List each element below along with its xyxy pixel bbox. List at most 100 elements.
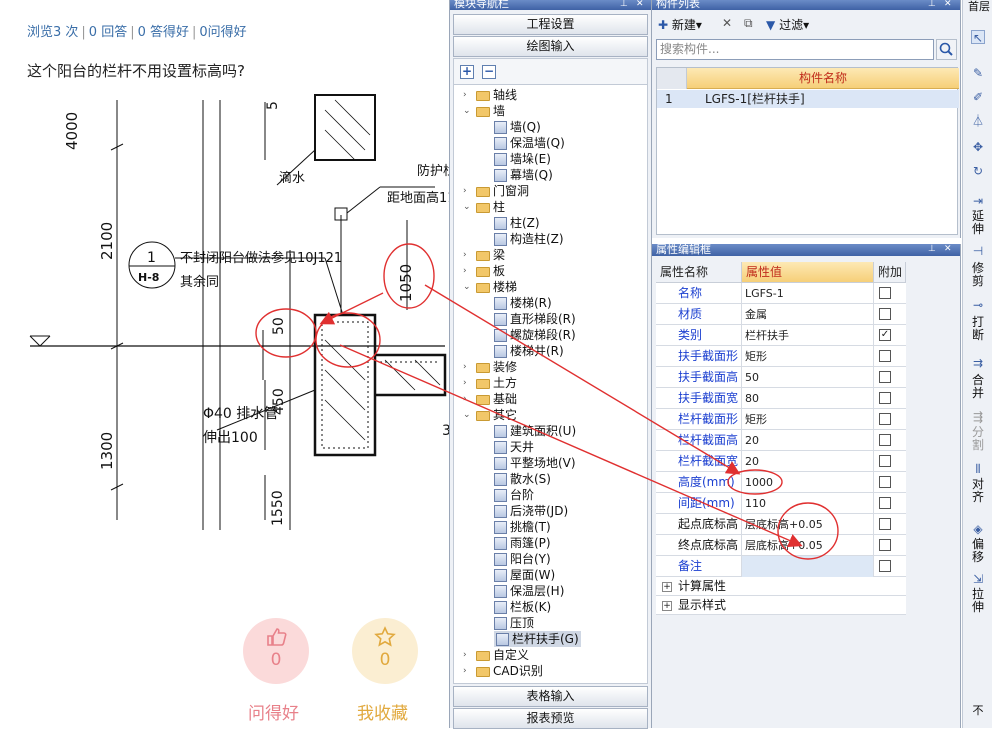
property-value[interactable] (742, 556, 874, 577)
extra-checkbox[interactable] (879, 392, 891, 404)
property-group-calc[interactable]: +计算属性 (656, 577, 906, 596)
extra-checkbox[interactable] (879, 539, 891, 551)
tree-item[interactable]: 楼梯井(R) (494, 343, 564, 359)
property-row[interactable]: 类别栏杆扶手✓ (656, 325, 906, 346)
tree-item[interactable]: 自定义 (476, 647, 529, 663)
property-value[interactable]: 20 (742, 451, 874, 472)
close-icon[interactable]: ✕ (944, 244, 952, 254)
move-icon[interactable]: ✥ (972, 140, 984, 154)
property-value[interactable]: 层底标高+0.05 (742, 535, 874, 556)
property-row[interactable]: 备注 (656, 556, 906, 577)
extra-checkbox[interactable] (879, 560, 891, 572)
trim-icon[interactable]: ⊣ (972, 244, 984, 258)
collapse-all-icon[interactable]: − (482, 64, 496, 79)
chevron-right-icon[interactable]: › (463, 394, 467, 404)
tree-item[interactable]: 墙 (476, 103, 505, 119)
tree-item[interactable]: 装修 (476, 359, 517, 375)
favorite-button[interactable]: 0 (352, 618, 418, 684)
tree-item[interactable]: 楼梯(R) (494, 295, 552, 311)
tree-item[interactable]: 楼梯 (476, 279, 517, 295)
tree-item[interactable]: 墙垛(E) (494, 151, 551, 167)
expand-plus-icon[interactable]: + (662, 601, 672, 611)
report-preview-button[interactable]: 报表预览 (453, 708, 648, 729)
tree-item[interactable]: 雨篷(P) (494, 535, 551, 551)
extra-checkbox[interactable] (879, 518, 891, 530)
chevron-right-icon[interactable]: › (463, 666, 467, 676)
project-settings-button[interactable]: 工程设置 (453, 14, 648, 35)
answers-count[interactable]: 0 回答 (88, 25, 128, 40)
chevron-down-icon[interactable]: ⌄ (463, 202, 471, 212)
expand-plus-icon[interactable]: + (662, 582, 672, 592)
break-button[interactable]: 打断 (971, 315, 984, 342)
chevron-down-icon[interactable]: ⌄ (463, 282, 471, 292)
expand-all-icon[interactable]: + (460, 64, 474, 79)
select-cursor-icon[interactable]: ↖ (971, 30, 985, 45)
align-icon[interactable]: ⫴ (975, 462, 981, 476)
brush-icon[interactable]: ✐ (972, 90, 984, 104)
tree-item[interactable]: 直形梯段(R) (494, 311, 576, 327)
extend-icon[interactable]: ⇥ (972, 194, 984, 208)
chevron-right-icon[interactable]: › (463, 250, 467, 260)
table-row[interactable]: 1 LGFS-1[栏杆扶手] (657, 90, 959, 108)
floor-label[interactable]: 首层 (968, 0, 990, 13)
copy-icon[interactable]: ⧉ (744, 16, 753, 30)
close-icon[interactable]: ✕ (636, 0, 644, 9)
extra-checkbox[interactable] (879, 413, 891, 425)
extra-checkbox[interactable] (879, 287, 891, 299)
break-icon[interactable]: ⊸ (972, 298, 984, 312)
favorite-label[interactable]: 我收藏 (357, 704, 408, 724)
tree-item[interactable]: 其它 (476, 407, 517, 423)
tree-item[interactable]: 柱 (476, 199, 505, 215)
merge-icon[interactable]: ⇉ (972, 356, 984, 370)
property-value[interactable]: LGFS-1 (742, 283, 874, 304)
like-button[interactable]: 0 (243, 618, 309, 684)
property-value[interactable]: 栏杆扶手 (742, 325, 874, 346)
extra-checkbox[interactable] (879, 371, 891, 383)
property-row[interactable]: 终点底标高层底标高+0.05 (656, 535, 906, 556)
tree-item[interactable]: 保温层(H) (494, 583, 564, 599)
table-input-button[interactable]: 表格输入 (453, 686, 648, 707)
stretch-button[interactable]: 拉伸 (971, 587, 984, 614)
tree-item[interactable]: 压顶 (494, 615, 534, 631)
column-header-name[interactable]: 构件名称 (687, 68, 959, 89)
tree-item[interactable]: 散水(S) (494, 471, 551, 487)
extra-checkbox[interactable]: ✓ (879, 329, 891, 341)
filter-button[interactable]: ▼ 过滤▾ (766, 18, 810, 32)
offset-button[interactable]: 偏移 (971, 537, 984, 564)
chevron-right-icon[interactable]: › (463, 650, 467, 660)
search-icon[interactable] (936, 39, 957, 60)
extra-checkbox[interactable] (879, 497, 891, 509)
property-value[interactable]: 80 (742, 388, 874, 409)
tree-item[interactable]: CAD识别 (476, 663, 543, 679)
property-value[interactable]: 矩形 (742, 346, 874, 367)
merge-button[interactable]: 合并 (971, 373, 984, 400)
chevron-right-icon[interactable]: › (463, 186, 467, 196)
tree-item[interactable]: 构造柱(Z) (494, 231, 564, 247)
delete-icon[interactable]: ✕ (722, 16, 733, 30)
tree-item[interactable]: 建筑面积(U) (494, 423, 576, 439)
property-value[interactable]: 金属 (742, 304, 874, 325)
tree-item[interactable]: 螺旋梯段(R) (494, 327, 576, 343)
search-input[interactable]: 搜索构件... (656, 39, 934, 60)
tree-item[interactable]: 台阶 (494, 487, 534, 503)
property-row[interactable]: 材质金属 (656, 304, 906, 325)
pin-icon[interactable]: ⊥ (928, 0, 936, 9)
drawing-input-button[interactable]: 绘图输入 (453, 36, 648, 57)
tree-item[interactable]: 柱(Z) (494, 215, 540, 231)
property-row[interactable]: 起点底标高层底标高+0.05 (656, 514, 906, 535)
tree-item[interactable]: 栏杆扶手(G) (494, 631, 581, 647)
align-button[interactable]: 对齐 (971, 477, 984, 504)
property-row[interactable]: 间距(mm)110 (656, 493, 906, 514)
tree-item[interactable]: 基础 (476, 391, 517, 407)
tree-item[interactable]: 天井 (494, 439, 534, 455)
tree-item[interactable]: 后浇带(JD) (494, 503, 568, 519)
property-value[interactable]: 1000 (742, 472, 874, 493)
tree-item[interactable]: 幕墙(Q) (494, 167, 553, 183)
stretch-icon[interactable]: ⇲ (972, 572, 984, 586)
tree-item[interactable]: 阳台(Y) (494, 551, 551, 567)
chevron-right-icon[interactable]: › (463, 90, 467, 100)
tree-item[interactable]: 土方 (476, 375, 517, 391)
